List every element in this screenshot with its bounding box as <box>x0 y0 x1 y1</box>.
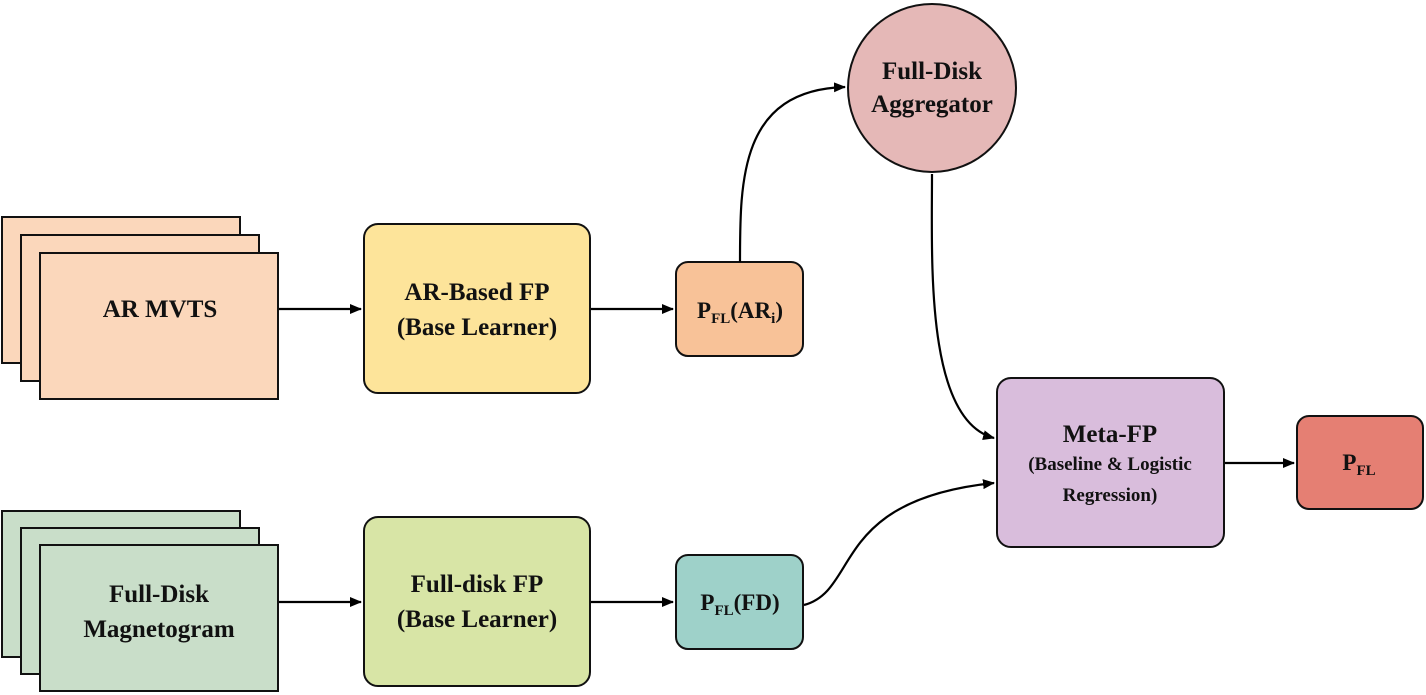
edge-aggregator-to-meta-fp <box>930 173 995 441</box>
meta-fp-label-line3: Regression) <box>1063 485 1158 506</box>
pfl-fd-box <box>675 554 804 650</box>
ar-mvts-stack: AR MVTS <box>1 216 279 400</box>
magnetogram-label-line1: Full-Disk <box>109 581 209 608</box>
ar-based-fp-node: AR-Based FP (Base Learner) <box>363 223 591 394</box>
edge-pfl-fd-to-meta-fp <box>803 479 995 607</box>
magnetogram-label-line2: Magnetogram <box>83 616 235 643</box>
ar-mvts-label: AR MVTS <box>103 296 218 323</box>
aggregator-circle <box>847 3 1017 173</box>
pfl-output-node: PFL <box>1296 415 1424 510</box>
full-disk-magnetogram-stack: Full-Disk Magnetogram <box>1 510 279 692</box>
meta-fp-box <box>996 377 1225 548</box>
aggregator-label-line1: Full-Disk <box>882 58 982 85</box>
ar-based-fp-label-line2: (Base Learner) <box>397 314 557 341</box>
meta-fp-label-line2: (Baseline & Logistic <box>1028 454 1192 475</box>
pfl-ar-label: PFL(ARi) <box>697 298 783 327</box>
meta-fp-label-line1: Meta-FP <box>1063 421 1157 448</box>
ar-based-fp-box <box>363 223 591 394</box>
pfl-output-label: PFL <box>1342 450 1375 479</box>
pfl-ar-node: PFL(ARi) <box>675 261 804 357</box>
full-disk-aggregator-node: Full-Disk Aggregator <box>847 3 1017 173</box>
pfl-output-box <box>1296 415 1424 510</box>
full-disk-fp-label-line1: Full-disk FP <box>411 571 544 598</box>
full-disk-fp-box <box>363 516 591 687</box>
full-disk-fp-node: Full-disk FP (Base Learner) <box>363 516 591 687</box>
edge-pfl-ar-to-aggregator <box>738 82 846 263</box>
pfl-fd-node: PFL(FD) <box>675 554 804 650</box>
magnetogram-front-card <box>39 544 279 692</box>
full-disk-fp-label-line2: (Base Learner) <box>397 606 557 633</box>
ar-mvts-front-card <box>39 252 279 400</box>
aggregator-label-line2: Aggregator <box>871 91 993 118</box>
pfl-fd-label: PFL(FD) <box>700 590 779 619</box>
ar-based-fp-label-line1: AR-Based FP <box>404 279 549 306</box>
meta-fp-node: Meta-FP (Baseline & Logistic Regression) <box>996 377 1225 548</box>
